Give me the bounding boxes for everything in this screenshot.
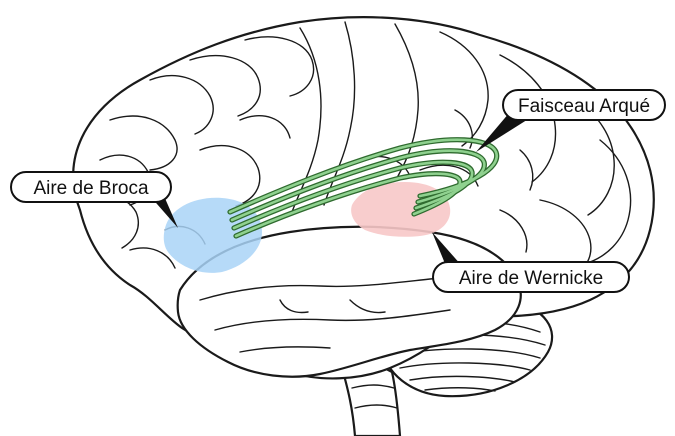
label-arcuate: Faisceau Arqué: [518, 96, 650, 117]
label-wernicke: Aire de Wernicke: [459, 268, 603, 289]
label-broca: Aire de Broca: [33, 178, 149, 199]
